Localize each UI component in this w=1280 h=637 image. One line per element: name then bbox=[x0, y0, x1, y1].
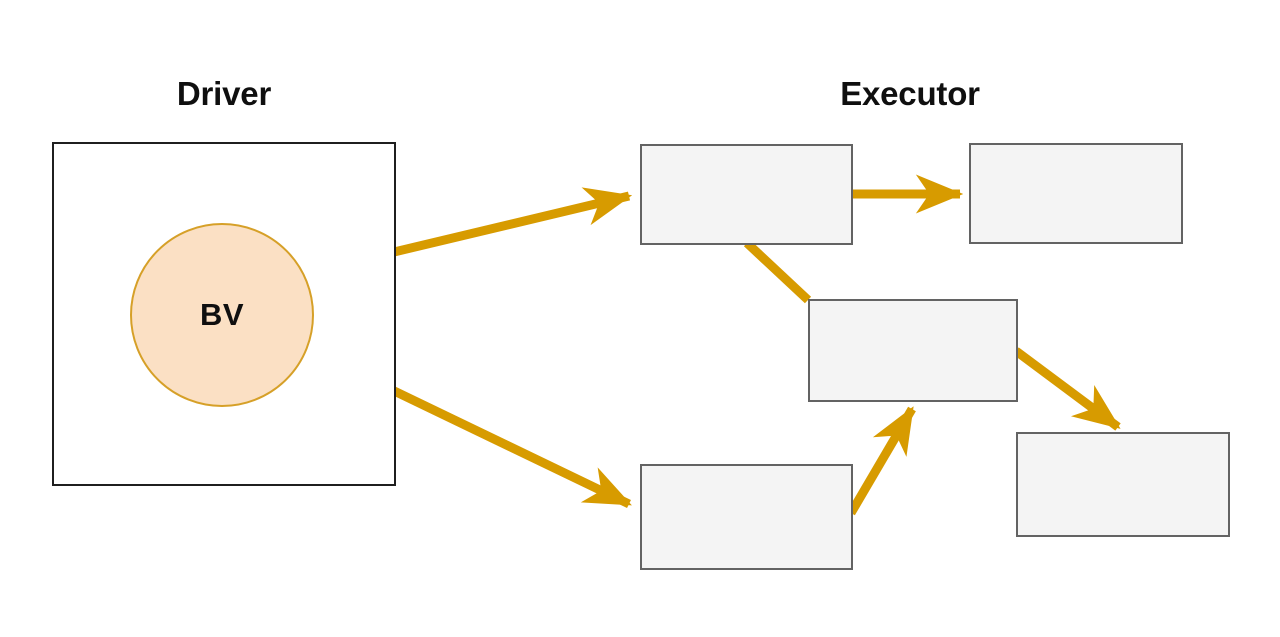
edge-box1-to-box3 bbox=[743, 239, 812, 304]
bv-node[interactable]: BV bbox=[130, 223, 314, 407]
executor-box-3[interactable] bbox=[808, 299, 1018, 402]
section-title-driver: Driver bbox=[176, 75, 272, 112]
executor-box-2[interactable] bbox=[969, 143, 1183, 244]
bv-node-label: BV bbox=[199, 297, 245, 332]
driver-frame bbox=[52, 142, 396, 486]
executor-box-4[interactable] bbox=[640, 464, 853, 570]
executor-box-5[interactable] bbox=[1016, 432, 1230, 537]
edge-box4-to-box3 bbox=[847, 406, 916, 516]
section-title-executor: Executor bbox=[840, 75, 980, 112]
executor-box-1[interactable] bbox=[640, 144, 853, 245]
edge-box3-to-box5 bbox=[1013, 347, 1121, 431]
